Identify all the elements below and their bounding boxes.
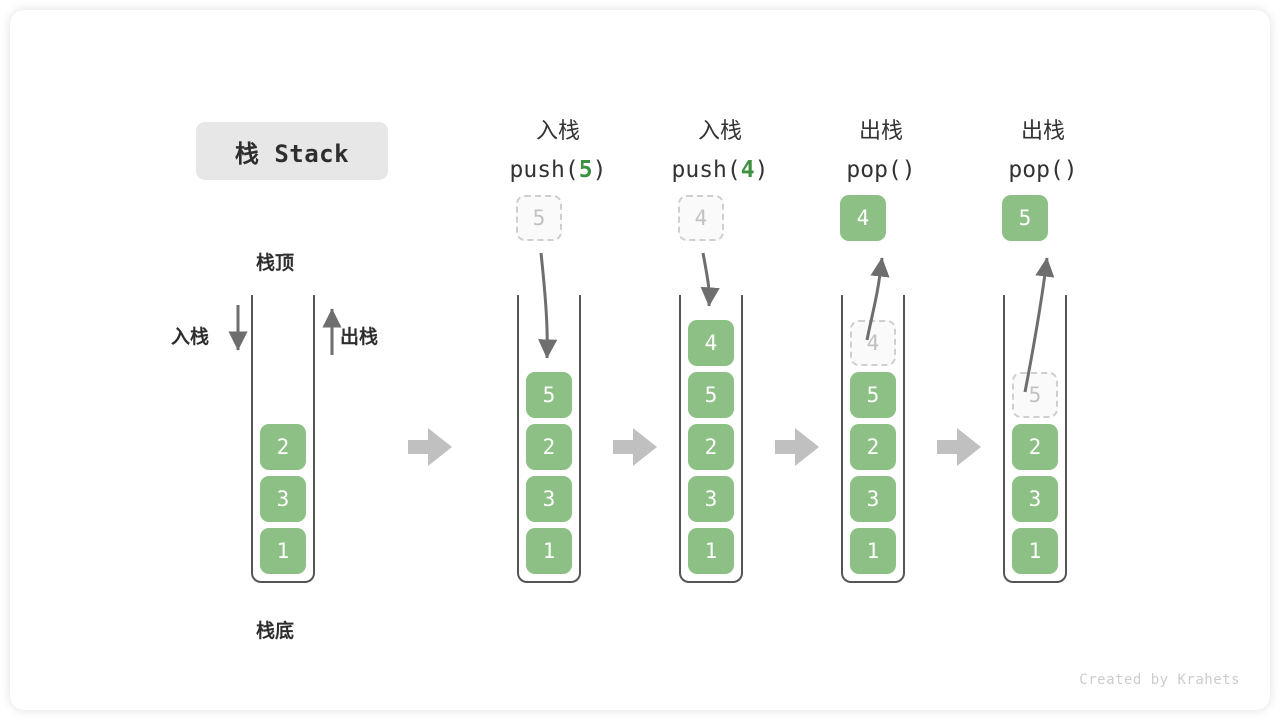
stack-item: 1 [850,528,896,574]
stack-item: 2 [260,424,306,470]
floating-ghost-box: 4 [678,195,724,241]
header-cn-push-5: 入栈 [535,119,580,144]
popped-value-box: 5 [1002,195,1048,241]
column-header-push-4: 入栈 push(4) [620,113,820,189]
label-pop-right: 出栈 [340,326,379,348]
stack-item: 1 [260,528,306,574]
stack-item: 2 [1012,424,1058,470]
stack-item: 5 [526,372,572,418]
stack-item: 2 [526,424,572,470]
popped-value-box: 4 [840,195,886,241]
column-header-pop-2: 出栈 pop() [943,113,1143,189]
header-cn-push-4: 入栈 [697,119,742,144]
stack-item: 1 [526,528,572,574]
header-arg-push-4: 4 [740,157,755,183]
transition-arrow [775,428,819,466]
stack-item: 1 [688,528,734,574]
stack-item-removed: 4 [850,320,896,366]
header-arg-push-5: 5 [578,157,593,183]
stack-tube-initial [251,295,315,583]
stack-item: 4 [688,320,734,366]
stack-tube-pop-2 [1003,295,1067,583]
floating-ghost-box: 5 [516,195,562,241]
label-push-left: 入栈 [171,326,210,348]
header-cn-pop-1: 出栈 [858,119,903,144]
header-code-pop-2: pop() [1008,157,1078,183]
stack-item: 3 [526,476,572,522]
header-cn-pop-2: 出栈 [1020,119,1065,144]
stack-tube-pop-1 [841,295,905,583]
stack-tube-push-4 [679,295,743,583]
transition-arrow [937,428,981,466]
stack-item: 5 [850,372,896,418]
header-code-pop-1: pop() [846,157,916,183]
stack-item-removed: 5 [1012,372,1058,418]
stack-item: 5 [688,372,734,418]
stack-item: 3 [688,476,734,522]
stack-item: 2 [850,424,896,470]
label-stack-bottom: 栈底 [256,620,295,642]
stack-item: 3 [1012,476,1058,522]
stack-tube-push-5 [517,295,581,583]
header-code-push-4: push(4) [671,157,769,183]
transition-arrow [408,428,452,466]
stack-item: 2 [688,424,734,470]
label-stack-top: 栈顶 [256,252,295,274]
column-header-push-5: 入栈 push(5) [458,113,658,189]
header-code-push-5: push(5) [509,157,607,183]
stack-item: 1 [1012,528,1058,574]
column-header-pop-1: 出栈 pop() [781,113,981,189]
diagram-card: 栈 Stack 入栈 push(5) 入栈 push(4) 出栈 pop() 出… [10,10,1270,710]
stack-item: 3 [260,476,306,522]
stack-item: 3 [850,476,896,522]
transition-arrow [613,428,657,466]
credit-text: Created by Krahets [1079,672,1240,688]
title-badge: 栈 Stack [196,122,388,180]
